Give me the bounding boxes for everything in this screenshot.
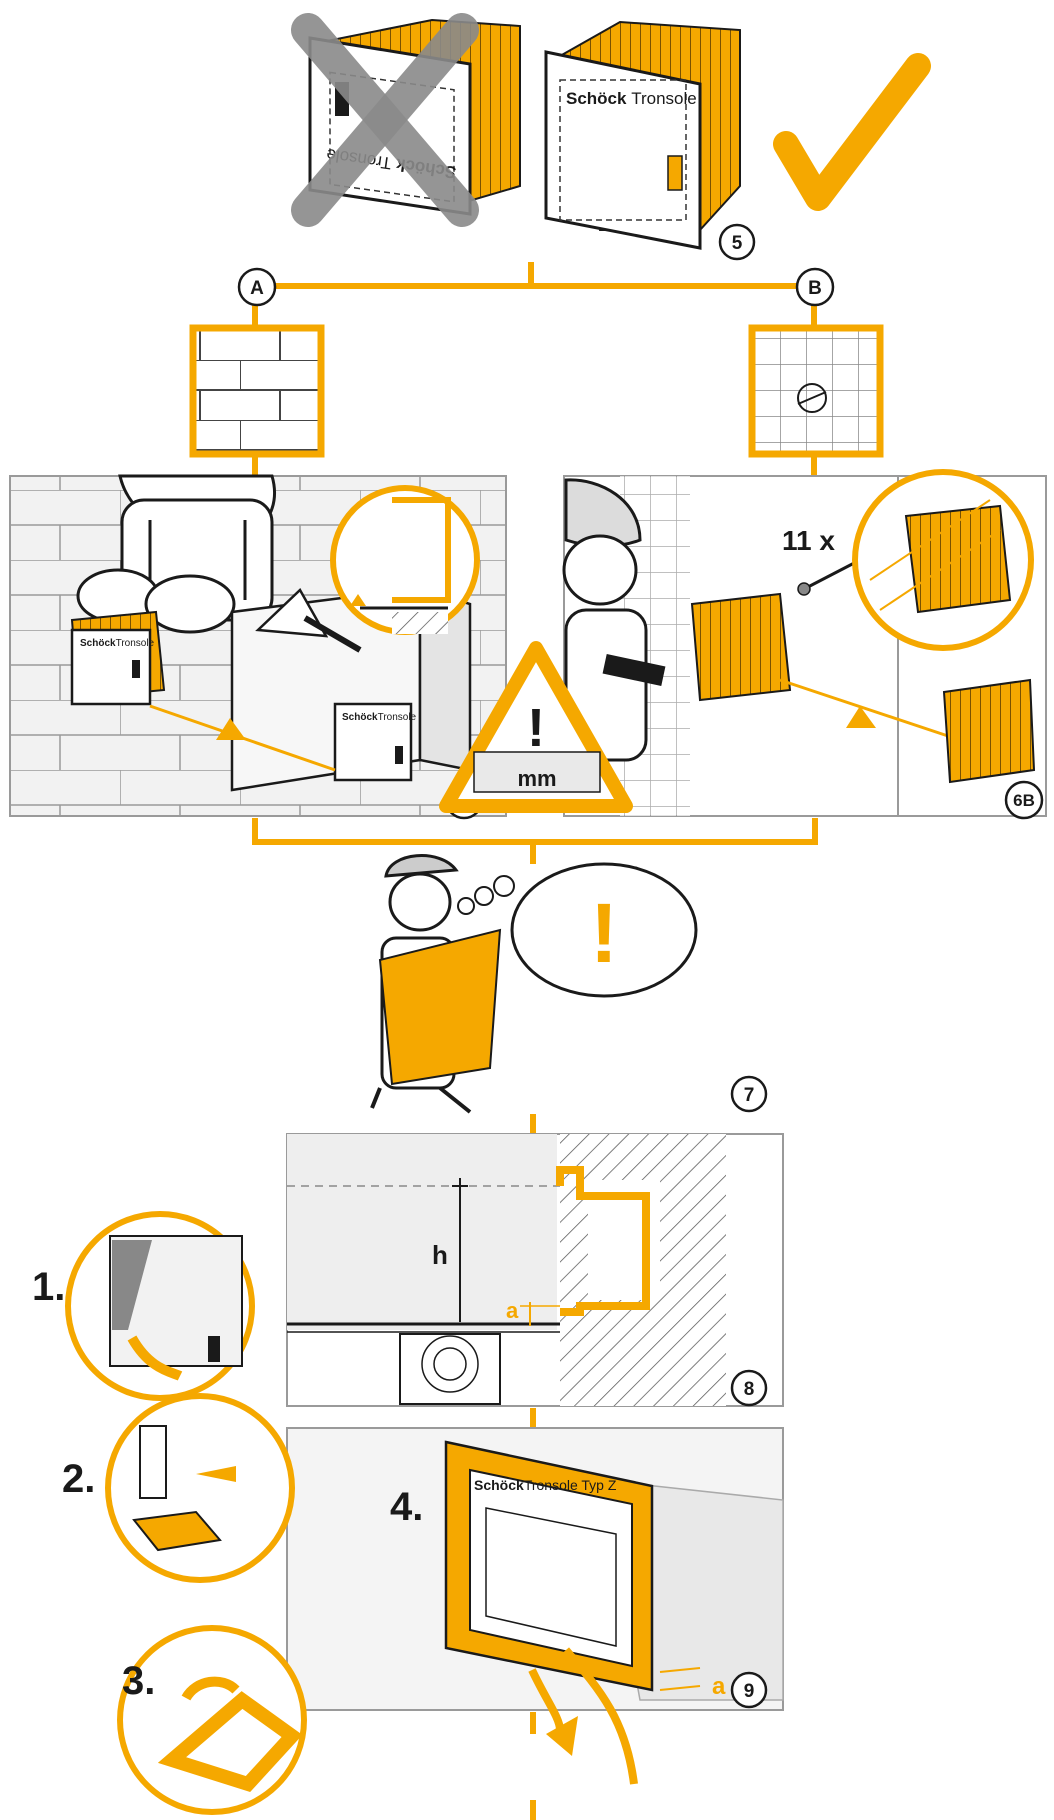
svg-text:A: A	[250, 278, 264, 299]
svg-text:!: !	[590, 886, 618, 980]
branch-b-badge: B	[797, 269, 833, 305]
svg-text:6B: 6B	[1013, 791, 1035, 810]
step9-badge: 9	[732, 1673, 766, 1707]
substep-label-4: 4.	[390, 1485, 423, 1529]
dimension-h-label: h	[432, 1240, 448, 1270]
dimension-a-label: a	[506, 1298, 519, 1323]
panel-6b-concrete-installation: 11 x	[564, 472, 1046, 816]
svg-text:8: 8	[744, 1379, 755, 1400]
step7-read-plan: !	[372, 856, 696, 1112]
substep-2-detail	[108, 1396, 292, 1580]
nail-count-label: 11 x	[782, 525, 835, 556]
product-label-typz: SchöckTronsole Typ Z	[474, 1477, 617, 1493]
substep-3-detail	[120, 1628, 304, 1812]
step5-badge: 5	[720, 225, 754, 259]
product-label-6a-right: SchöckTronsole	[342, 712, 417, 723]
substep-label-2: 2.	[62, 1457, 95, 1501]
checkmark-icon	[786, 66, 918, 198]
step6b-badge: 6B	[1006, 782, 1042, 818]
detail-circle-6b	[855, 472, 1031, 648]
substep-label-3: 3.	[122, 1659, 155, 1703]
product-label-6a-left: SchöckTronsole	[80, 638, 155, 649]
step8-section-detail: h a	[287, 1134, 783, 1406]
branch-a-badge: A	[239, 269, 275, 305]
step7-badge: 7	[732, 1077, 766, 1111]
branch-connector	[255, 262, 814, 326]
substep-label-1: 1.	[32, 1265, 65, 1309]
detail-circle-6a	[333, 488, 477, 634]
product-brand: Schöck Tronsole	[566, 89, 697, 108]
svg-text:!: !	[527, 698, 545, 758]
step8-badge: 8	[732, 1371, 766, 1405]
svg-text:B: B	[808, 278, 822, 299]
svg-text:9: 9	[744, 1681, 755, 1702]
masonry-wall-icon	[193, 328, 321, 454]
dimension-a-label-9: a	[712, 1673, 726, 1700]
svg-text:mm: mm	[517, 766, 556, 791]
step5-wrong-orientation: Schöck Tronsole	[308, 20, 520, 214]
svg-text:7: 7	[744, 1085, 755, 1106]
reinforced-wall-icon	[752, 328, 880, 454]
svg-text:5: 5	[732, 233, 743, 254]
top-arrow-tag	[668, 156, 682, 190]
substep-1-detail	[68, 1214, 252, 1398]
merge-connector	[252, 818, 818, 864]
panel-6a-masonry-installation: SchöckTronsole SchöckTronsole	[10, 476, 506, 816]
step5-correct-orientation: Schöck Tronsole	[546, 22, 918, 248]
